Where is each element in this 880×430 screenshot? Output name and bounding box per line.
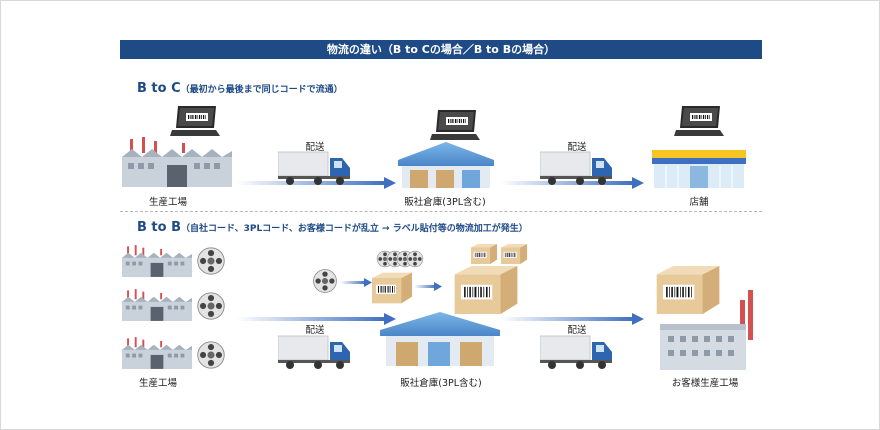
btoc-store: [652, 150, 746, 188]
btob-reel-3: [197, 341, 225, 369]
btob-heading: B to B（自社コード、3PLコード、お客様コードが乱立 → ラベル貼付等の物…: [137, 220, 528, 235]
btoc-shipping-label-2: 配送: [567, 142, 587, 153]
btob-label-strip: [376, 250, 424, 268]
btob-customer-factory: [660, 290, 753, 370]
btoc-shipping-label-1: 配送: [305, 142, 325, 153]
btoc-store-label: 店舗: [689, 197, 709, 208]
btoc-store-laptop: [674, 106, 724, 136]
btoc-factory-laptop: [170, 106, 220, 136]
btob-customer-label: お客様生産工場: [671, 378, 739, 389]
btoc-factory: [122, 137, 232, 187]
btoc-warehouse-label: 販社倉庫(3PL含む): [404, 197, 486, 208]
btob-shipping-label-1: 配送: [305, 325, 325, 336]
btoc-heading: B to C（最初から最後まで同じコードで流通）: [137, 81, 343, 96]
btob-incoming-reel: [313, 269, 337, 293]
btoc-truck-2: [540, 151, 613, 186]
btob-label-sheet-2: [500, 244, 528, 264]
btob-reel-1: [197, 247, 225, 275]
btob-small-box: [372, 272, 412, 304]
btob-warehouse: [380, 312, 500, 366]
btoc-warehouse: [398, 142, 494, 188]
btoc-warehouse-laptop: [430, 110, 480, 140]
btoc-arrow-1: [236, 177, 396, 189]
btoc-arrow-2: [500, 177, 644, 189]
btoc-heading-main: B to C: [137, 81, 181, 96]
btob-reel-2: [197, 292, 225, 320]
btob-factory-2: [122, 289, 192, 321]
btob-customer-box: [656, 266, 720, 314]
btoc-truck-1: [278, 151, 351, 186]
btoc-heading-note: （最初から最後まで同じコードで流通）: [180, 85, 343, 95]
diagram-title: 物流の違い（B to Cの場合／B to Bの場合）: [120, 40, 762, 59]
btob-small-arrow-1: [340, 278, 372, 287]
btob-heading-main: B to B: [137, 220, 182, 235]
btob-warehouse-label: 販社倉庫(3PL含む): [400, 378, 482, 389]
btob-factory-label: 生産工場: [138, 378, 177, 389]
btob-large-box: [454, 266, 518, 314]
btob-factory-1: [122, 245, 192, 277]
btob-arrow-1: [236, 313, 396, 325]
btob-shipping-label-2: 配送: [567, 325, 587, 336]
btob-label-sheet-1: [470, 244, 498, 264]
btob-truck-2: [540, 335, 613, 370]
btob-factory-3: [122, 337, 192, 369]
btob-arrow-2: [500, 313, 644, 325]
btob-truck-1: [278, 335, 351, 370]
btob-heading-note: （自社コード、3PLコード、お客様コードが乱立 → ラベル貼付等の物流加工が発生…: [181, 224, 528, 234]
btob-small-arrow-2: [414, 282, 442, 291]
btoc-factory-label: 生産工場: [148, 197, 187, 208]
section-divider: [120, 211, 762, 212]
